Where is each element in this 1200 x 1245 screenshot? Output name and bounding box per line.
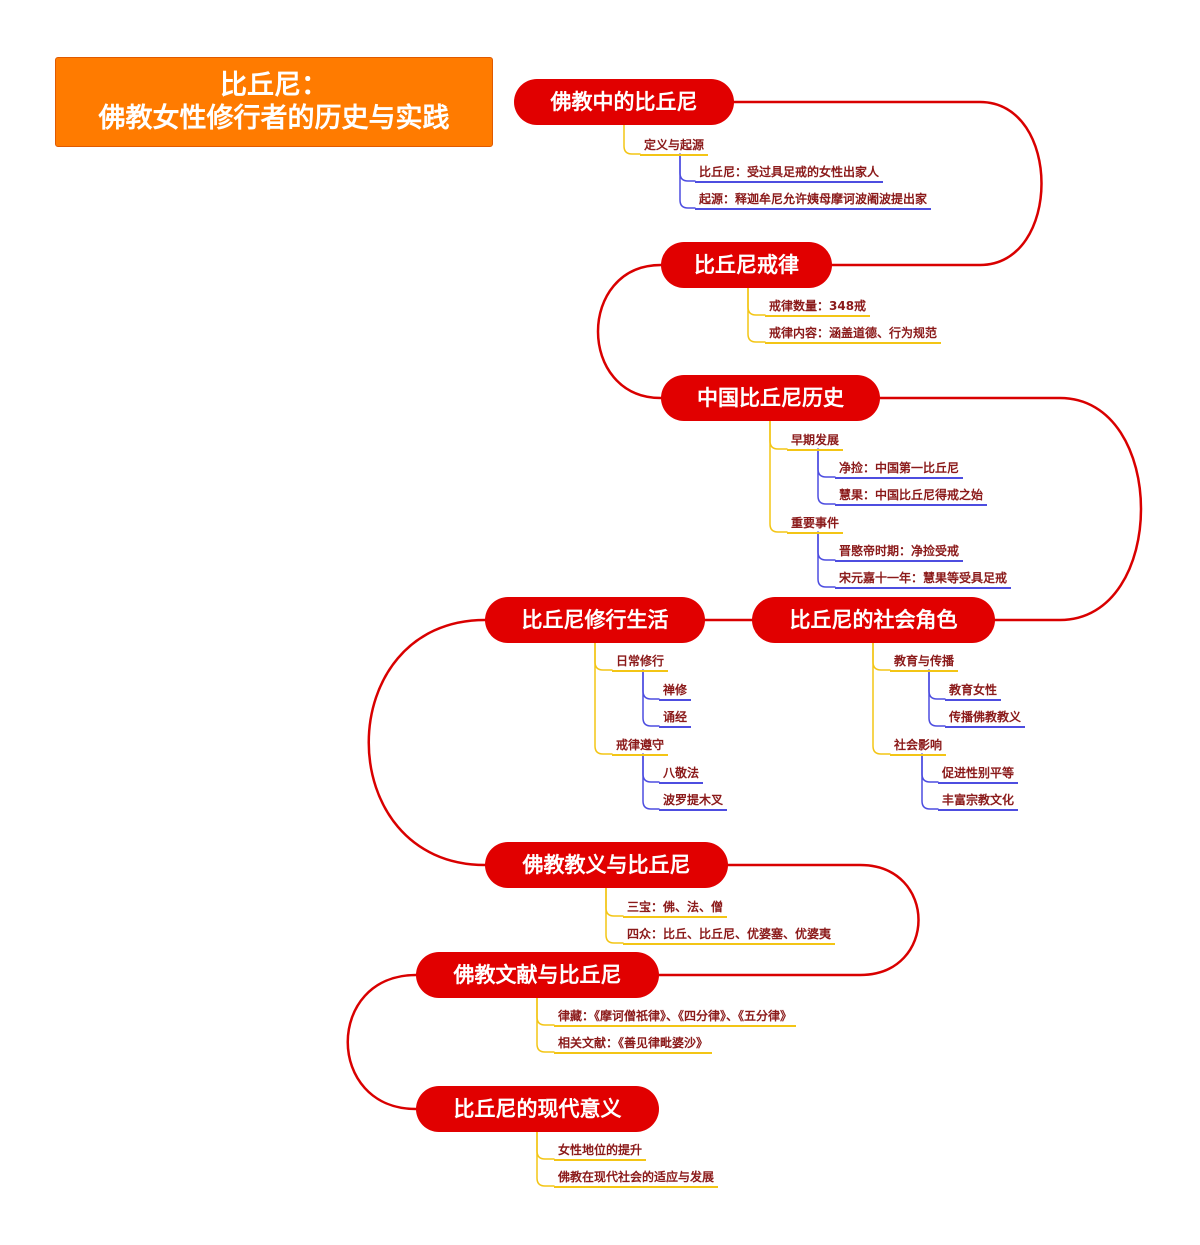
branch-connector <box>928 669 946 727</box>
node-social-impact[interactable]: 社会影响 <box>890 737 947 756</box>
main-connector <box>596 263 663 400</box>
node-spread-doctrine[interactable]: 传播佛教教义 <box>945 709 1026 728</box>
node-pratimoksha[interactable]: 波罗提木叉 <box>659 792 728 811</box>
branch-connector <box>872 642 891 671</box>
central-title-line2: 佛教女性修行者的历史与实践 <box>98 103 450 134</box>
branch-connector <box>747 287 766 316</box>
branch-connector <box>623 124 641 155</box>
node-eight-garudhammas[interactable]: 八敬法 <box>659 765 704 784</box>
branch-connector <box>642 669 660 727</box>
branch-connector <box>817 448 836 505</box>
branch-connector <box>921 753 939 783</box>
node-origin-mahapajapati[interactable]: 起源：释迦牟尼允许姨母摩诃波阇波提出家 <box>695 191 932 210</box>
node-three-jewels[interactable]: 三宝：佛、法、僧 <box>623 899 728 918</box>
node-women-status[interactable]: 女性地位的提升 <box>554 1142 647 1161</box>
main-connector <box>732 100 1043 267</box>
node-jin-minudi-event[interactable]: 晋愍帝时期：净捡受戒 <box>835 543 964 562</box>
node-early-development[interactable]: 早期发展 <box>787 432 844 451</box>
topic-modern-meaning[interactable]: 比丘尼的现代意义 <box>416 1086 659 1132</box>
node-precept-observance[interactable]: 戒律遵守 <box>612 737 669 756</box>
node-definition-origin[interactable]: 定义与起源 <box>640 137 709 156</box>
topic-buddhism-bhikkhuni[interactable]: 佛教中的比丘尼 <box>514 79 734 125</box>
branch-connector <box>594 642 613 671</box>
branch-connector <box>605 887 624 944</box>
branch-connector <box>605 887 624 917</box>
topic-doctrine[interactable]: 佛教教义与比丘尼 <box>485 842 728 888</box>
node-education-spread[interactable]: 教育与传播 <box>890 653 959 672</box>
branch-connector <box>817 531 836 588</box>
topic-literature[interactable]: 佛教文献与比丘尼 <box>416 952 659 998</box>
topic-social-role[interactable]: 比丘尼的社会角色 <box>752 597 995 643</box>
branch-connector <box>817 448 836 478</box>
branch-connector <box>536 997 555 1053</box>
central-title-line1: 比丘尼： <box>220 70 328 101</box>
branch-connector <box>769 420 788 533</box>
node-important-events[interactable]: 重要事件 <box>787 515 844 534</box>
branch-connector <box>817 531 836 561</box>
node-huiguo[interactable]: 慧果：中国比丘尼得戒之始 <box>835 487 988 506</box>
node-gender-equality[interactable]: 促进性别平等 <box>938 765 1019 784</box>
node-fourfold-assembly[interactable]: 四众：比丘、比丘尼、优婆塞、优婆夷 <box>623 926 836 945</box>
topic-china-history[interactable]: 中国比丘尼历史 <box>661 375 880 421</box>
branch-connector <box>679 153 696 209</box>
main-connector <box>878 396 1143 622</box>
branch-connector <box>769 420 788 450</box>
node-precept-count[interactable]: 戒律数量：348戒 <box>765 298 871 317</box>
branch-connector <box>642 753 660 783</box>
branch-connector <box>642 669 660 700</box>
branch-connector <box>594 642 613 755</box>
main-connector <box>346 973 418 1111</box>
node-modern-adaptation[interactable]: 佛教在现代社会的适应与发展 <box>554 1169 719 1188</box>
branch-connector <box>642 753 660 810</box>
topic-practice-life[interactable]: 比丘尼修行生活 <box>485 597 705 643</box>
node-religious-culture[interactable]: 丰富宗教文化 <box>938 792 1019 811</box>
node-song-yuanjia-event[interactable]: 宋元嘉十一年：慧果等受具足戒 <box>835 570 1012 589</box>
node-precept-content[interactable]: 戒律内容：涵盖道德、行为规范 <box>765 325 942 344</box>
branch-connector <box>928 669 946 700</box>
main-connector <box>367 618 487 867</box>
node-daily-practice[interactable]: 日常修行 <box>612 653 669 672</box>
topic-precepts[interactable]: 比丘尼戒律 <box>661 242 832 288</box>
branch-connector <box>536 997 555 1026</box>
branch-connector <box>872 642 891 755</box>
main-connector <box>657 863 920 977</box>
branch-connector <box>536 1131 555 1160</box>
central-title[interactable]: 比丘尼： 佛教女性修行者的历史与实践 <box>55 57 493 147</box>
node-vinaya-pitaka[interactable]: 律藏：《摩诃僧祇律》、《四分律》、《五分律》 <box>554 1008 797 1027</box>
node-meditation[interactable]: 禅修 <box>659 682 692 701</box>
branch-connector <box>921 753 939 810</box>
node-educate-women[interactable]: 教育女性 <box>945 682 1002 701</box>
node-chanting[interactable]: 诵经 <box>659 709 692 728</box>
node-bhikkhuni-definition[interactable]: 比丘尼：受过具足戒的女性出家人 <box>695 164 884 183</box>
branch-connector <box>536 1131 555 1187</box>
node-jingjian[interactable]: 净捡：中国第一比丘尼 <box>835 460 964 479</box>
node-related-literature[interactable]: 相关文献：《善见律毗婆沙》 <box>554 1035 713 1054</box>
branch-connector <box>679 153 696 182</box>
branch-connector <box>747 287 766 343</box>
